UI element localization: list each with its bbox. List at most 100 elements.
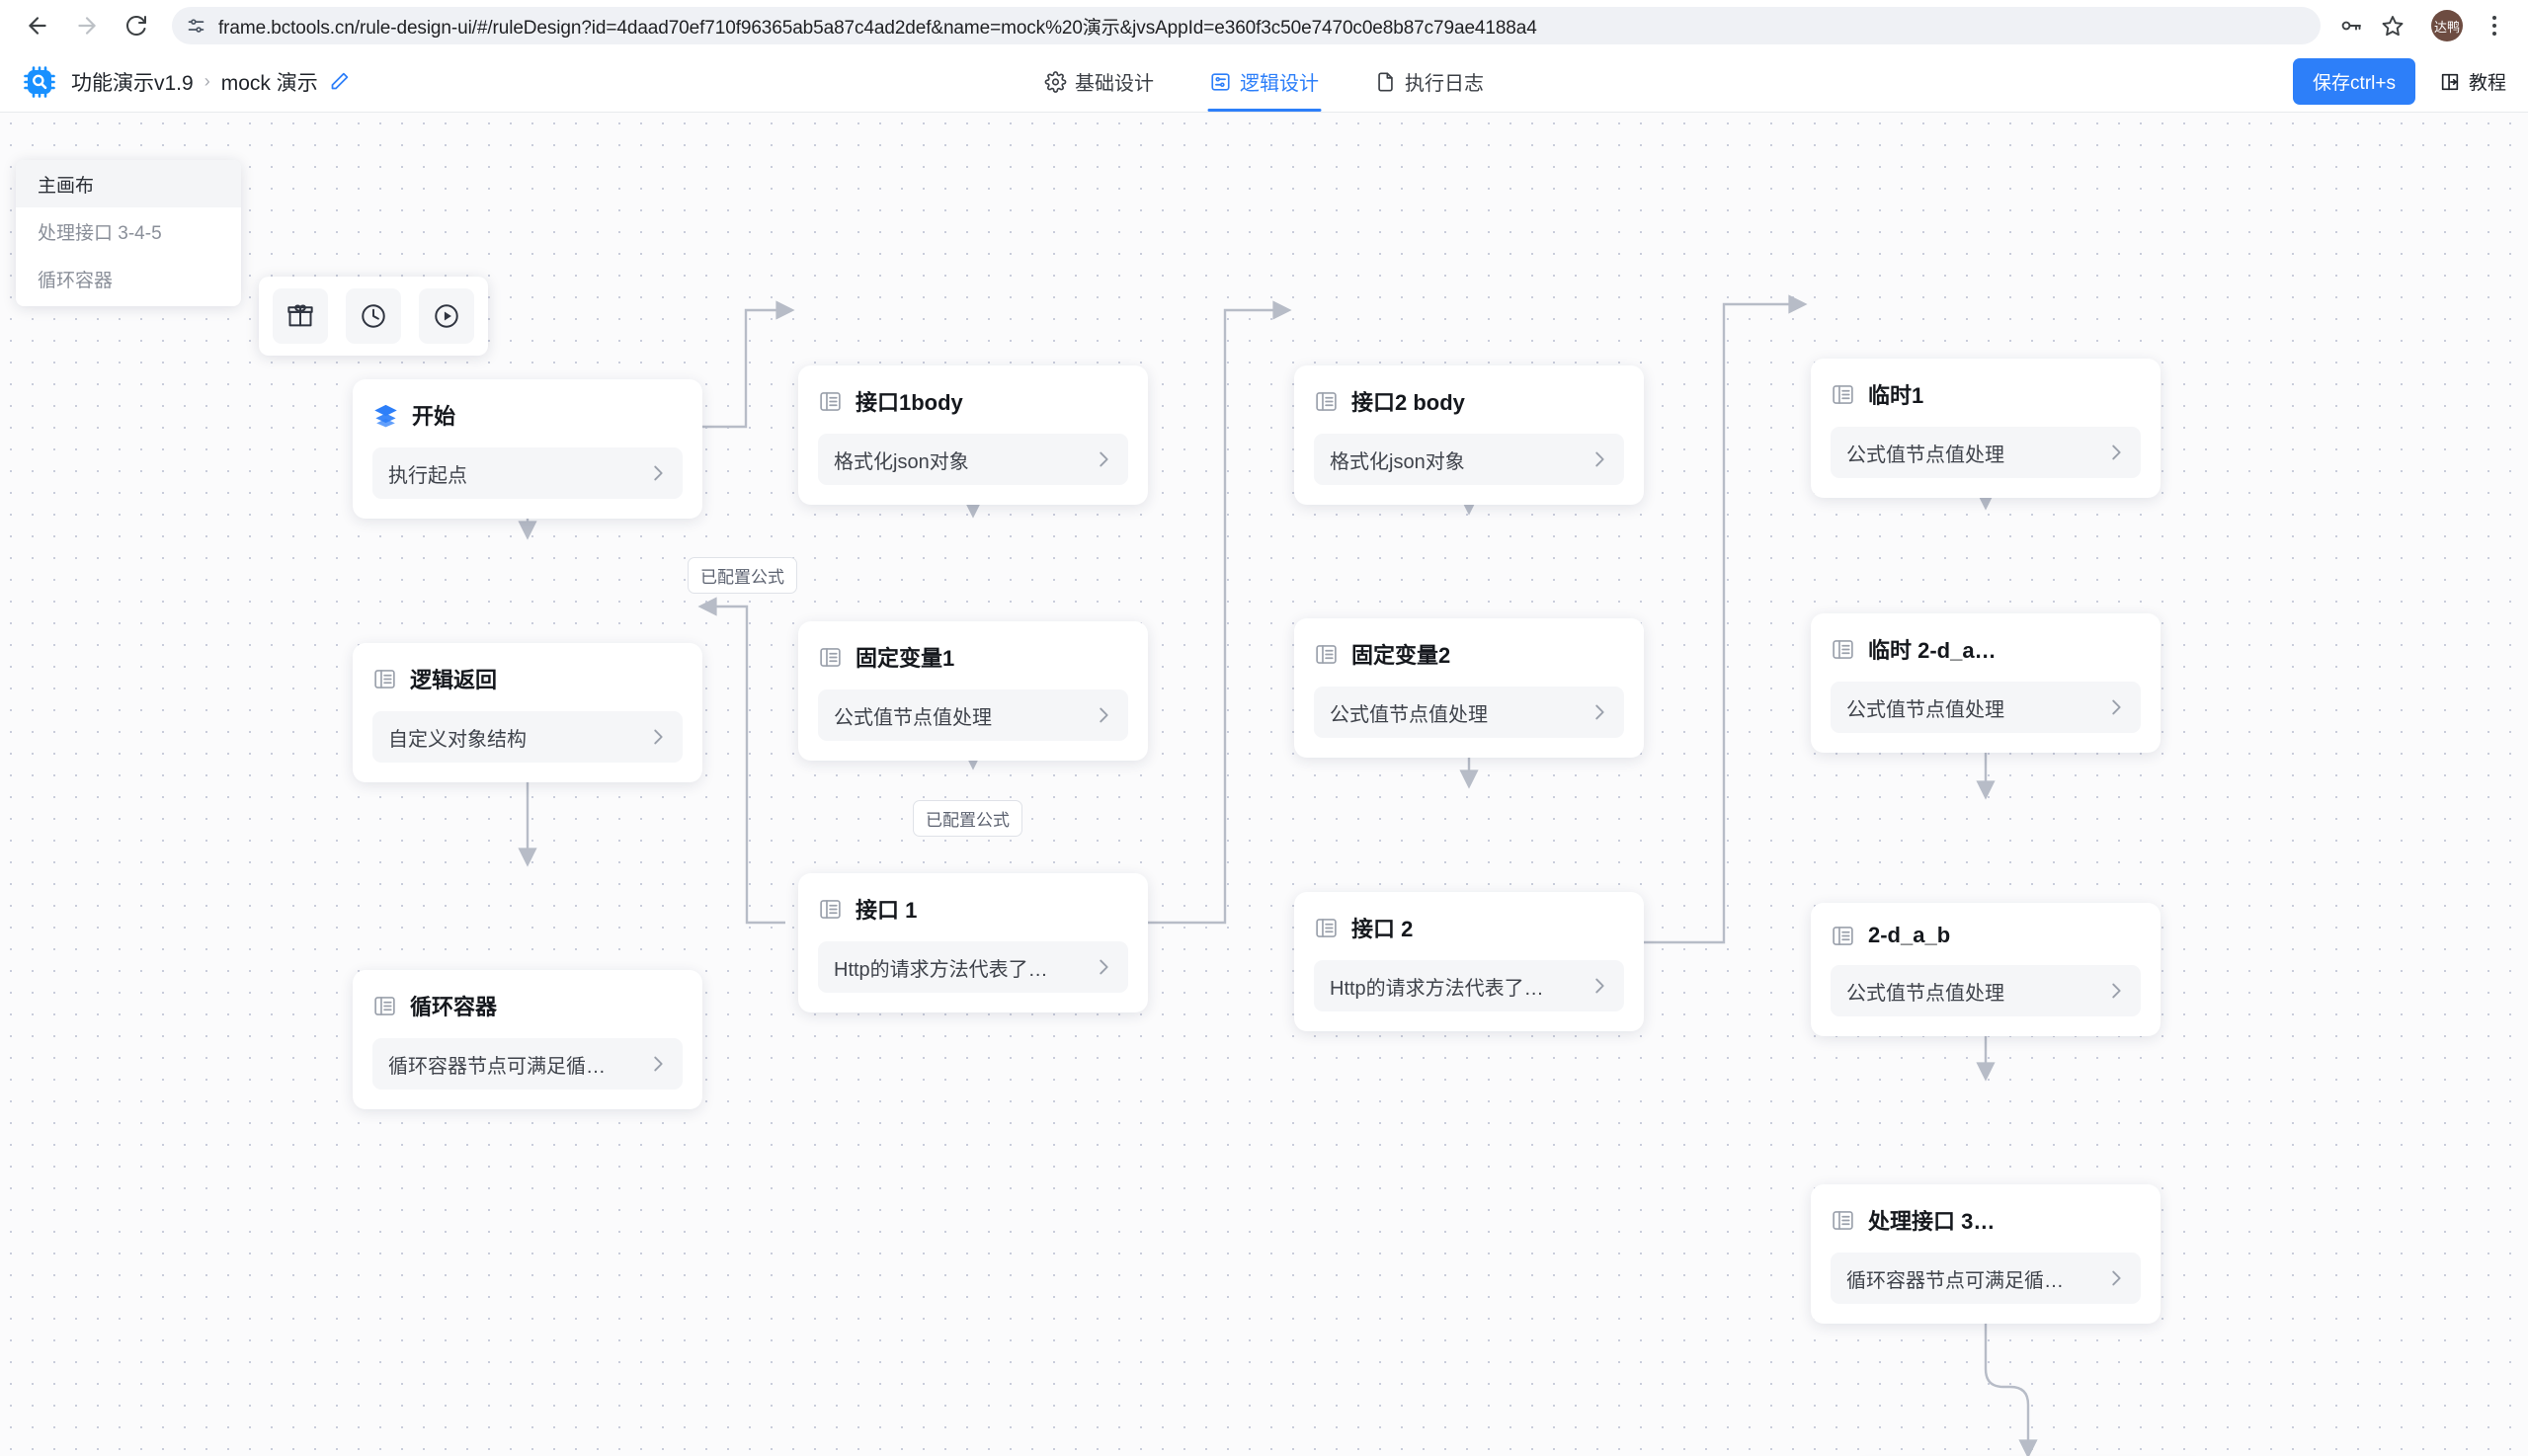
node-action-row[interactable]: 公式值节点值处理 [1314,687,1624,738]
flow-node-api345[interactable]: 处理接口 3… 循环容器节点可满足循… [1811,1184,2161,1324]
node-action-row[interactable]: 自定义对象结构 [372,711,683,763]
node-title: 接口 2 [1351,917,1414,941]
flow-node-tmp2[interactable]: 临时 2-d_a… 公式值节点值处理 [1811,613,2161,753]
chevron-right-icon[interactable] [2105,1267,2127,1289]
node-header: 开始 [372,399,683,431]
history-button[interactable] [346,288,401,344]
node-action-row[interactable]: 循环容器节点可满足循… [1831,1253,2141,1304]
chevron-right-icon[interactable] [647,726,669,748]
panel-layout-icon [818,645,843,670]
chevron-right-icon[interactable] [2105,696,2127,718]
node-header: 2-d_a_b [1831,923,2141,948]
node-title: 固定变量1 [856,646,955,671]
chevron-right-icon[interactable] [1589,701,1610,723]
canvas-list-item-api345[interactable]: 处理接口 3-4-5 [38,222,162,244]
play-circle-icon [433,302,460,330]
node-description: 公式值节点值处理 [1846,698,2004,721]
panel-layout-icon [1314,389,1339,414]
node-action-row[interactable]: Http的请求方法代表了… [1314,960,1624,1011]
chevron-right-icon[interactable] [1093,956,1114,978]
node-header: 处理接口 3… [1831,1204,2141,1236]
panel-layout-icon [818,389,843,414]
node-description: 公式值节点值处理 [834,706,992,729]
password-key-icon[interactable] [2332,7,2370,44]
flow-node-api1body[interactable]: 接口1body 格式化json对象 [798,365,1148,505]
clock-history-icon [360,302,387,330]
node-action-row[interactable]: 格式化json对象 [818,434,1128,485]
tab-execution-log[interactable]: 执行日志 [1370,51,1488,112]
node-title: 接口2 body [1351,390,1465,415]
node-title: 2-d_a_b [1868,923,1951,947]
canvas-list-item-main[interactable]: 主画布 [16,160,241,207]
tutorial-link[interactable]: 教程 [2439,68,2506,95]
panel-layout-icon [372,994,397,1018]
edge-label-1: 已配置公式 [913,800,1022,837]
chevron-right-icon[interactable] [1589,448,1610,470]
node-title: 逻辑返回 [410,668,498,692]
node-description: 循环容器节点可满足循… [388,1055,606,1078]
site-settings-icon[interactable] [186,16,206,37]
chevron-right-icon[interactable] [1093,448,1114,470]
chevron-right-icon[interactable] [1093,704,1114,726]
main-tabs: 基础设计 逻辑设计 执行日志 [1040,51,1488,112]
chevron-right-icon[interactable] [2105,980,2127,1002]
flow-node-var1[interactable]: 固定变量1 公式值节点值处理 [798,621,1148,761]
node-description: Http的请求方法代表了… [834,958,1048,981]
chevron-right-icon[interactable] [1589,975,1610,997]
node-header: 临时 2-d_a… [1831,633,2141,665]
node-action-row[interactable]: 执行起点 [372,447,683,499]
flow-node-api2body[interactable]: 接口2 body 格式化json对象 [1294,365,1644,505]
save-button[interactable]: 保存ctrl+s [2293,58,2415,105]
kebab-menu-icon[interactable] [2477,6,2512,45]
document-icon [1374,71,1396,93]
flow-node-dab[interactable]: 2-d_a_b 公式值节点值处理 [1811,903,2161,1036]
flow-canvas[interactable]: 主画布 处理接口 3-4-5 循环容器 开始执行起点逻辑返回自定义对象结构循环容… [0,113,2528,1456]
node-action-row[interactable]: 公式值节点值处理 [1831,427,2141,478]
node-action-row[interactable]: 公式值节点值处理 [818,689,1128,741]
tab-logic-design[interactable]: 逻辑设计 [1205,51,1323,112]
flow-node-logic[interactable]: 逻辑返回自定义对象结构 [353,643,702,782]
address-bar[interactable]: frame.bctools.cn/rule-design-ui/#/ruleDe… [172,7,2321,44]
node-action-row[interactable]: Http的请求方法代表了… [818,941,1128,993]
node-description: Http的请求方法代表了… [1330,977,1544,1000]
flow-node-loop[interactable]: 循环容器循环容器节点可满足循… [353,970,702,1109]
node-title: 开始 [412,404,456,429]
breadcrumb-separator: › [204,71,210,91]
flow-node-api1[interactable]: 接口 1 Http的请求方法代表了… [798,873,1148,1012]
components-button[interactable] [273,288,328,344]
back-arrow-icon[interactable] [16,4,59,47]
flow-node-start[interactable]: 开始执行起点 [353,379,702,519]
flow-node-api2[interactable]: 接口 2 Http的请求方法代表了… [1294,892,1644,1031]
breadcrumb: 功能演示v1.9 › mock 演示 [71,67,350,97]
node-header: 逻辑返回 [372,663,683,694]
reload-icon[interactable] [115,4,158,47]
node-action-row[interactable]: 公式值节点值处理 [1831,682,2141,733]
node-title: 接口 1 [856,898,918,923]
node-action-row[interactable]: 循环容器节点可满足循… [372,1038,683,1090]
panel-layout-icon [372,667,397,691]
node-action-row[interactable]: 格式化json对象 [1314,434,1624,485]
package-box-icon [286,302,314,330]
bookmark-star-icon[interactable] [2374,7,2411,44]
node-description: 公式值节点值处理 [1846,982,2004,1005]
chevron-right-icon[interactable] [647,1053,669,1075]
avatar[interactable]: 达鸭 [2431,10,2463,41]
breadcrumb-app-name[interactable]: 功能演示v1.9 [71,71,194,95]
breadcrumb-page-name[interactable]: mock 演示 [220,71,318,95]
external-link-icon [2439,71,2461,93]
run-button[interactable] [419,288,474,344]
tab-label: 执行日志 [1405,73,1484,95]
app-header: 功能演示v1.9 › mock 演示 基础设计 逻辑设计 执行日志 [0,51,2528,113]
tab-basic-design[interactable]: 基础设计 [1040,51,1158,112]
canvas-list-item-loop[interactable]: 循环容器 [38,270,114,291]
chevron-right-icon[interactable] [647,462,669,484]
node-action-row[interactable]: 公式值节点值处理 [1831,965,2141,1016]
edit-pencil-icon[interactable] [329,71,350,92]
forward-arrow-icon[interactable] [65,4,109,47]
node-header: 接口1body [818,385,1128,417]
header-actions: 保存ctrl+s 教程 [2293,58,2506,105]
panel-layout-icon [818,897,843,922]
chevron-right-icon[interactable] [2105,442,2127,463]
